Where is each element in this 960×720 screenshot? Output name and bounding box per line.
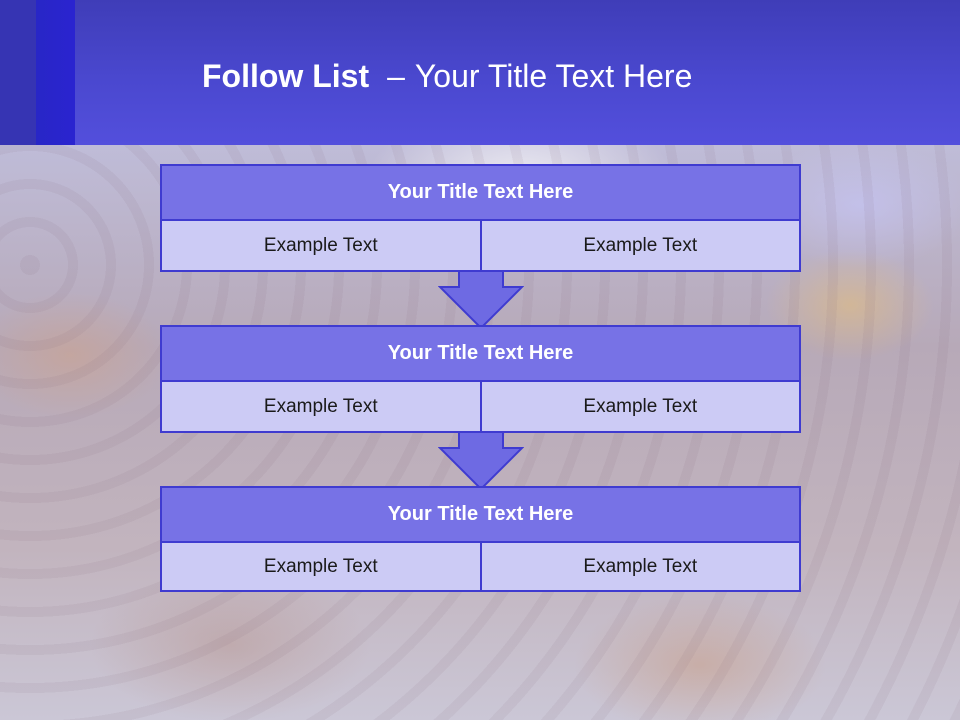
slide-title: Follow List–Your Title Text Here bbox=[202, 56, 692, 100]
step-row-3: Example Text Example Text bbox=[162, 543, 799, 590]
step-title-1: Your Title Text Here bbox=[162, 166, 799, 221]
step-box-2: Your Title Text Here Example Text Exampl… bbox=[160, 325, 801, 433]
step-3-left-cell: Example Text bbox=[162, 543, 480, 590]
step-box-1: Your Title Text Here Example Text Exampl… bbox=[160, 164, 801, 272]
step-title-3: Your Title Text Here bbox=[162, 488, 799, 543]
step-1-right-cell: Example Text bbox=[479, 221, 799, 270]
title-rest: Your Title Text Here bbox=[414, 58, 693, 94]
title-dash: – bbox=[387, 58, 405, 94]
header-accent-strip bbox=[0, 0, 36, 145]
down-arrow-icon-2 bbox=[438, 431, 524, 491]
step-2-left-cell: Example Text bbox=[162, 382, 480, 431]
title-strong: Follow List bbox=[202, 58, 370, 94]
down-arrow-icon-1 bbox=[438, 270, 524, 330]
header-band: Follow List–Your Title Text Here bbox=[0, 0, 960, 145]
step-1-left-cell: Example Text bbox=[162, 221, 480, 270]
step-row-1: Example Text Example Text bbox=[162, 221, 799, 270]
step-row-2: Example Text Example Text bbox=[162, 382, 799, 431]
step-title-2: Your Title Text Here bbox=[162, 327, 799, 382]
step-box-3: Your Title Text Here Example Text Exampl… bbox=[160, 486, 801, 592]
header-accent-block bbox=[0, 0, 75, 145]
step-3-right-cell: Example Text bbox=[479, 543, 799, 590]
step-2-right-cell: Example Text bbox=[479, 382, 799, 431]
